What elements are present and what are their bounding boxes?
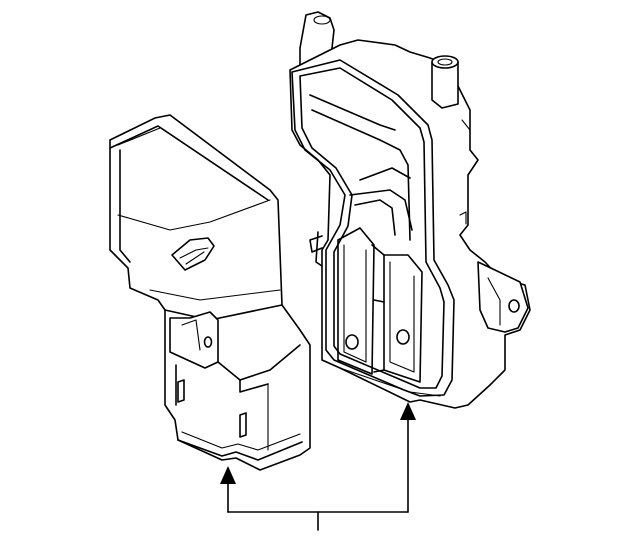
cover-body <box>109 114 311 471</box>
callout-leader <box>220 402 416 531</box>
arrowhead-housing <box>400 402 416 420</box>
cover-slot-right <box>239 412 247 438</box>
housing-part <box>289 11 531 409</box>
cover-part <box>109 114 311 471</box>
cover-slot-left <box>177 379 185 403</box>
housing-right-hole <box>396 329 410 345</box>
housing-left-block <box>337 227 375 375</box>
housing-left-hole <box>345 334 359 350</box>
housing-side-bracket <box>477 261 529 333</box>
housing-rim-inner <box>299 67 445 389</box>
arrowhead-cover <box>220 466 236 484</box>
cover-mount-tab <box>169 311 219 369</box>
housing-post <box>431 61 459 109</box>
housing-rim-outer <box>291 59 455 397</box>
housing-side-clip <box>309 231 323 267</box>
cover-boss <box>171 237 215 271</box>
bracket-hole <box>508 299 520 313</box>
housing-right-block <box>383 254 423 383</box>
